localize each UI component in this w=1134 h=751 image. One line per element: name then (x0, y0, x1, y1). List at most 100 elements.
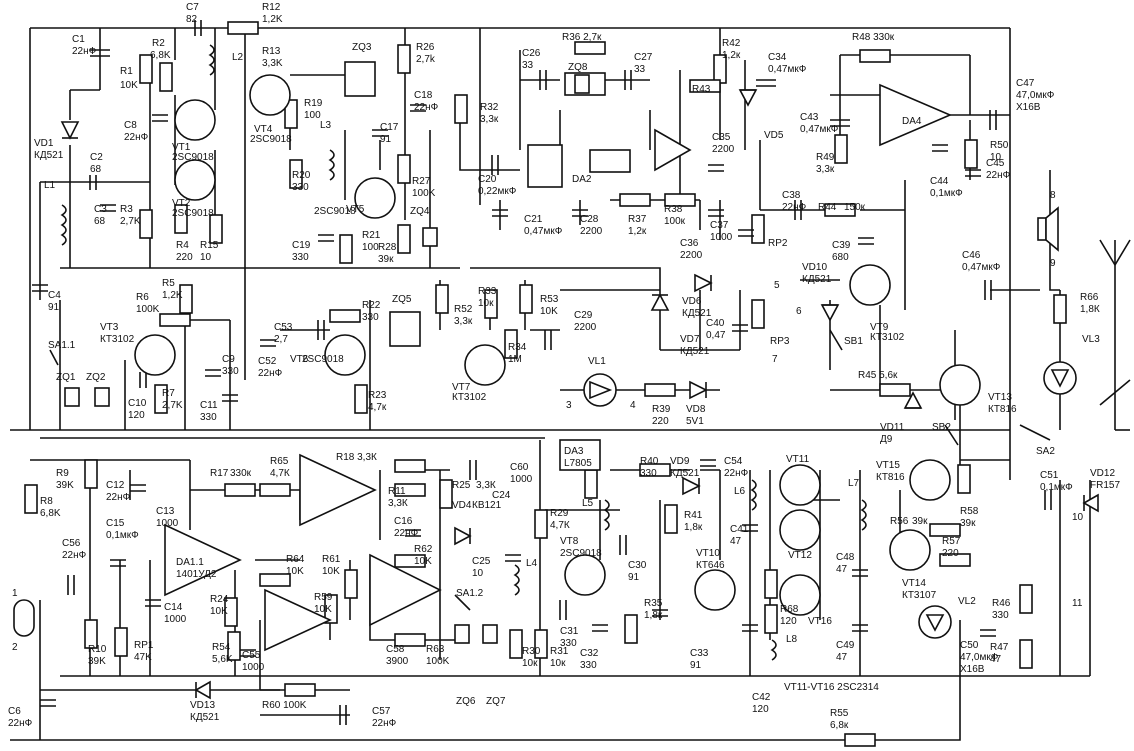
label-c42: C42 (752, 692, 771, 703)
label-da11v: 1401УД2 (176, 569, 217, 580)
label-r66v: 1,8К (1080, 304, 1100, 315)
label-r23: R23 (368, 390, 387, 401)
capacitors (32, 20, 1052, 725)
label-c2v: 68 (90, 164, 102, 175)
label-r21: R21 (362, 230, 381, 241)
label-r12: R12 (262, 2, 281, 13)
pin-p4: 4 (630, 400, 636, 411)
label-c54v: 22нФ (724, 468, 749, 479)
label-zq7: ZQ7 (486, 696, 506, 707)
label-c12v: 22нФ (106, 492, 131, 503)
pin-p10: 10 (1072, 512, 1084, 523)
label-r49: R49 (816, 152, 835, 163)
label-vt8: VT8 (560, 536, 579, 547)
label-rp1: RP1 (134, 640, 154, 651)
label-r42v: 1,2к (722, 50, 741, 61)
label-r9: R9 (56, 468, 69, 479)
label-vt15v: КТ816 (876, 472, 905, 483)
label-vd10v: КД521 (802, 274, 832, 285)
label-c48v: 47 (836, 564, 848, 575)
label-r28v: 39к (378, 254, 394, 265)
label-r54v: 5,6K (212, 654, 233, 665)
label-c50w: Х16В (960, 664, 985, 675)
label-c36v: 2200 (680, 250, 703, 261)
label-c3v: 68 (94, 216, 106, 227)
label-vd13: VD13 (190, 700, 215, 711)
label-vt10: VT10 (696, 548, 720, 559)
label-c25: C25 (472, 556, 491, 567)
label-vd12: VD12 (1090, 468, 1115, 479)
label-r13v: 3,3K (262, 58, 283, 69)
label-r39v: 220 (652, 416, 669, 427)
label-c19: C19 (292, 240, 311, 251)
pin-p5: 5 (774, 280, 780, 291)
label-c24: C24 (492, 490, 511, 501)
label-sb1: SB1 (844, 336, 863, 347)
label-c27: C27 (634, 52, 653, 63)
label-vt7: VT7 (452, 382, 471, 393)
label-c50v: 47,0мкФ (960, 652, 999, 663)
label-r56v: 39к (912, 516, 928, 527)
label-c58v: 3900 (386, 656, 409, 667)
label-r59: R59 (314, 592, 333, 603)
label-c31: C31 (560, 626, 579, 637)
label-zq1: ZQ1 (56, 372, 76, 383)
label-r38v: 100к (664, 216, 686, 227)
label-r44: R44 (818, 202, 837, 213)
label-r52: R52 (454, 304, 473, 315)
label-r60: R60 100K (262, 700, 307, 711)
label-r29: R29 (550, 508, 569, 519)
label-r19v: 100 (304, 110, 321, 121)
label-r25v: 3,3К (476, 480, 496, 491)
label-r49v: 3,3к (816, 164, 835, 175)
label-r53v: 10K (540, 306, 558, 317)
label-r7v: 2,7K (162, 400, 183, 411)
label-c6: C6 (8, 706, 21, 717)
label-r7: R7 (162, 388, 175, 399)
label-vt2: VT2 (172, 198, 191, 209)
label-r28: R28 (378, 242, 397, 253)
label-l5: L5 (582, 498, 594, 509)
label-vt15: VT15 (876, 460, 900, 471)
label-r62v: 10K (414, 556, 432, 567)
label-c45v: 22нФ (986, 170, 1011, 181)
label-c47: C47 (1016, 78, 1035, 89)
label-r46v: 330 (992, 610, 1009, 621)
label-c15v: 0,1мкФ (106, 530, 139, 541)
label-vt5: VT5 (346, 204, 365, 215)
label-r20v: 330 (292, 182, 309, 193)
label-r52v: 3,3к (454, 316, 473, 327)
label-r42: R42 (722, 38, 741, 49)
leds (589, 369, 1070, 632)
label-r13: R13 (262, 46, 281, 57)
label-r9v: 39K (56, 480, 74, 491)
label-c44v: 0,1мкФ (930, 188, 963, 199)
label-vd8: VD8 (686, 404, 706, 415)
label-c40v: 0,47 (706, 330, 726, 341)
label-r50: R50 (990, 140, 1009, 151)
label-c27v: 33 (634, 64, 646, 75)
label-r3: R3 (120, 204, 133, 215)
label-c39: C39 (832, 240, 851, 251)
label-r64: R64 (286, 554, 305, 565)
label-vtnote: VT11-VT16 2SC2314 (784, 682, 879, 693)
label-c49: C49 (836, 640, 855, 651)
label-r10v: 39K (88, 656, 106, 667)
label-r1v: 10K (120, 80, 138, 91)
label-r21v: 100 (362, 242, 379, 253)
label-c50: C50 (960, 640, 979, 651)
label-vd4: VD4 (452, 500, 472, 511)
label-vt7v: КТ3102 (452, 392, 487, 403)
label-r19: R19 (304, 98, 323, 109)
label-c8v: 22нФ (124, 132, 149, 143)
label-vd7v: КД521 (680, 346, 710, 357)
label-r4v: 220 (176, 252, 193, 263)
label-c10: C10 (128, 398, 147, 409)
label-c4: C4 (48, 290, 61, 301)
label-vd12v: FR157 (1090, 480, 1120, 491)
label-r58v: 39к (960, 518, 976, 529)
label-r55: R55 (830, 708, 849, 719)
label-c28: C28 (580, 214, 599, 225)
label-vt14v: КТ3107 (902, 590, 937, 601)
